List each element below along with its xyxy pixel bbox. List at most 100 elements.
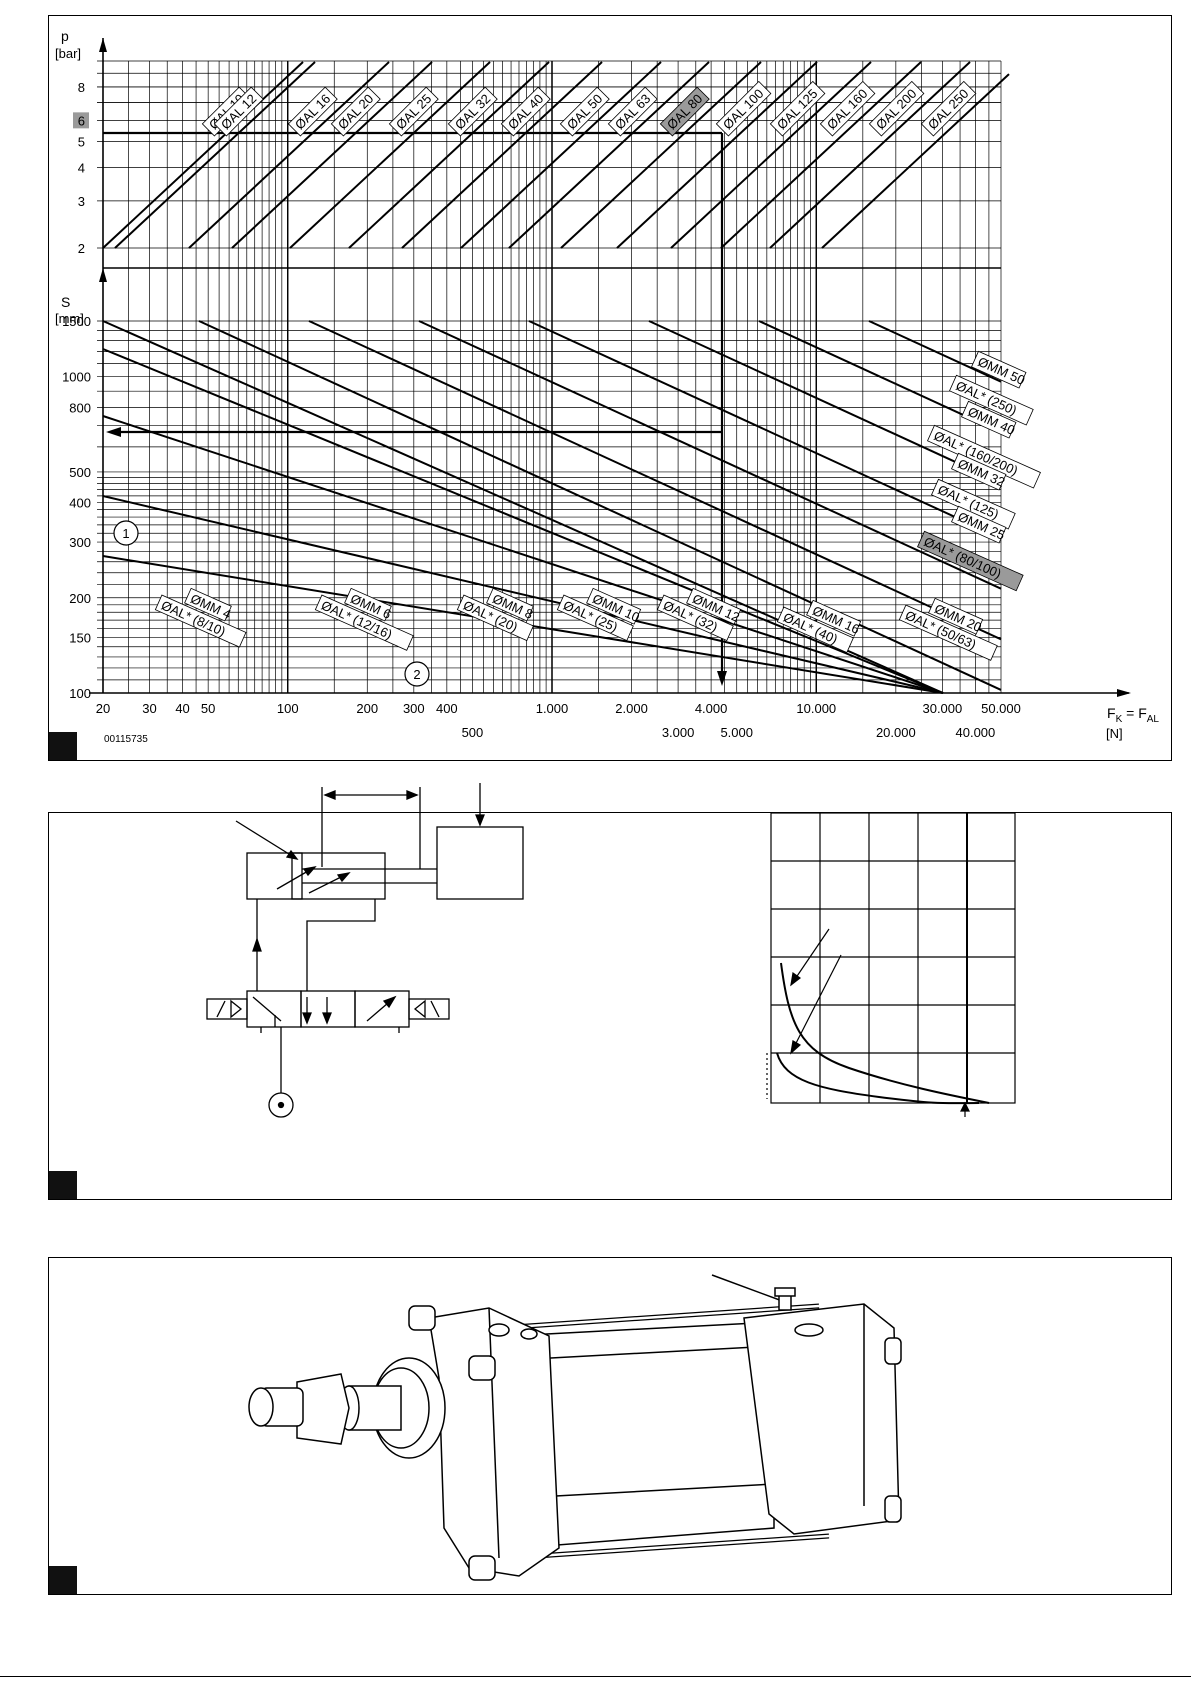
cushioning-setup-panel [48, 783, 1172, 1200]
buckling-line [102, 495, 944, 694]
svg-text:ØAL 16: ØAL 16 [292, 91, 333, 132]
f-tick-label: 2.000 [615, 701, 648, 716]
nomogram-axes: p [bar] S [mm] FK = FAL [N] [55, 28, 1159, 741]
buckling-line [528, 320, 1002, 540]
svg-text:ØAL 63: ØAL 63 [612, 91, 653, 132]
pressure-line [560, 61, 762, 249]
s-axis-symbol: S [61, 294, 70, 310]
pressure-line [508, 61, 710, 249]
pressure-line [114, 61, 316, 249]
p-tick-label: 2 [78, 241, 85, 256]
svg-text:ØAL 50: ØAL 50 [564, 91, 605, 132]
f-tick-label: 500 [462, 725, 484, 740]
buckling-line [102, 415, 944, 694]
f-tick-label: 400 [436, 701, 458, 716]
s-tick-label: 200 [69, 591, 91, 606]
buckling-nomogram: p [bar] S [mm] FK = FAL [N] 234568100150… [55, 28, 1159, 745]
pressure-line [188, 61, 390, 249]
buckling-line [102, 348, 944, 694]
cylinder-body [248, 1274, 902, 1581]
f-tick-label: 1.000 [536, 701, 569, 716]
f-axis-label: FK = FAL [1107, 705, 1159, 725]
pneumatic-cylinder-drawing [248, 1274, 902, 1581]
s-tick-label: 150 [69, 630, 91, 645]
svg-text:1: 1 [122, 526, 129, 541]
svg-text:ØAL 200: ØAL 200 [873, 86, 920, 133]
f-tick-label: 4.000 [695, 701, 728, 716]
pressure-line [289, 61, 491, 249]
s-tick-label: 1000 [62, 370, 91, 385]
figure-corner-mark [49, 1171, 77, 1199]
p-axis-unit: [bar] [55, 46, 81, 61]
f-tick-label: 300 [403, 701, 425, 716]
rod-label: ØAL* (80/100) [917, 530, 1024, 592]
callout-2: 2 [404, 661, 430, 687]
f-tick-label: 100 [277, 701, 299, 716]
f-tick-label: 50 [201, 701, 215, 716]
cylinder-illustration-panel [48, 1257, 1172, 1595]
pressure-line [821, 73, 1010, 249]
s-tick-label: 800 [69, 400, 91, 415]
f-tick-label: 10.000 [796, 701, 836, 716]
p-axis-symbol: p [61, 28, 69, 44]
p-tick-label: 4 [78, 160, 85, 175]
p-tick-label: 6 [78, 113, 85, 128]
piston-label: ØAL 16 [287, 86, 338, 137]
f-tick-label: 20.000 [876, 725, 916, 740]
piston-label: ØAL 20 [330, 86, 381, 137]
pressure-line [720, 61, 922, 249]
nomogram-grid [97, 60, 1002, 694]
f-tick-label: 20 [96, 701, 110, 716]
buckling-line [198, 320, 1002, 691]
piston-label: ØAL 160 [819, 80, 876, 137]
f-tick-label: 200 [356, 701, 378, 716]
buckling-line [758, 320, 1002, 434]
svg-text:2: 2 [413, 667, 420, 682]
f-axis-unit: [N] [1106, 726, 1123, 741]
figure-corner-mark [49, 732, 77, 760]
page-bottom-rule [0, 1676, 1191, 1677]
piston-label: ØAL 250 [920, 80, 977, 137]
cushioning-curve-diagram [766, 812, 1016, 1117]
buckling-line [648, 320, 1002, 484]
svg-text:ØAL 125: ØAL 125 [774, 86, 821, 133]
piston-label: ØAL 200 [868, 80, 925, 137]
rod-label: ØMM 50 [971, 350, 1027, 389]
s-tick-label: 100 [69, 686, 91, 701]
svg-text:ØAL 160: ØAL 160 [824, 86, 871, 133]
f-tick-label: 40.000 [956, 725, 996, 740]
svg-text:ØAL 250: ØAL 250 [925, 86, 972, 133]
piston-label: ØAL 63 [607, 86, 658, 137]
piston-label: ØAL 80 [659, 86, 710, 137]
pressure-line [401, 61, 603, 249]
pressure-line [670, 61, 872, 249]
pneumatic-circuit-diagram [206, 783, 1016, 1118]
pressure-line [348, 61, 550, 249]
svg-text:ØAL 20: ØAL 20 [335, 91, 376, 132]
pressure-line [769, 61, 971, 249]
figure-corner-mark [49, 1566, 77, 1594]
f-tick-label: 30 [142, 701, 156, 716]
pressure-line [231, 61, 433, 249]
pressure-line [616, 61, 818, 249]
buckling-line [418, 320, 1002, 590]
piston-label: ØAL 40 [500, 86, 551, 137]
f-tick-label: 50.000 [981, 701, 1021, 716]
p-tick-label: 8 [78, 80, 85, 95]
pressure-line [460, 61, 662, 249]
s-tick-label: 500 [69, 465, 91, 480]
cylinder-symbol [206, 783, 524, 1118]
s-tick-label: 1500 [62, 314, 91, 329]
s-tick-label: 300 [69, 535, 91, 550]
f-tick-label: 40 [175, 701, 189, 716]
buckling-line [308, 320, 1002, 641]
s-axis-unit: [mm] [55, 311, 84, 326]
highlighted-tick-bg [73, 112, 89, 129]
p-tick-label: 5 [78, 135, 85, 150]
p-tick-label: 3 [78, 194, 85, 209]
